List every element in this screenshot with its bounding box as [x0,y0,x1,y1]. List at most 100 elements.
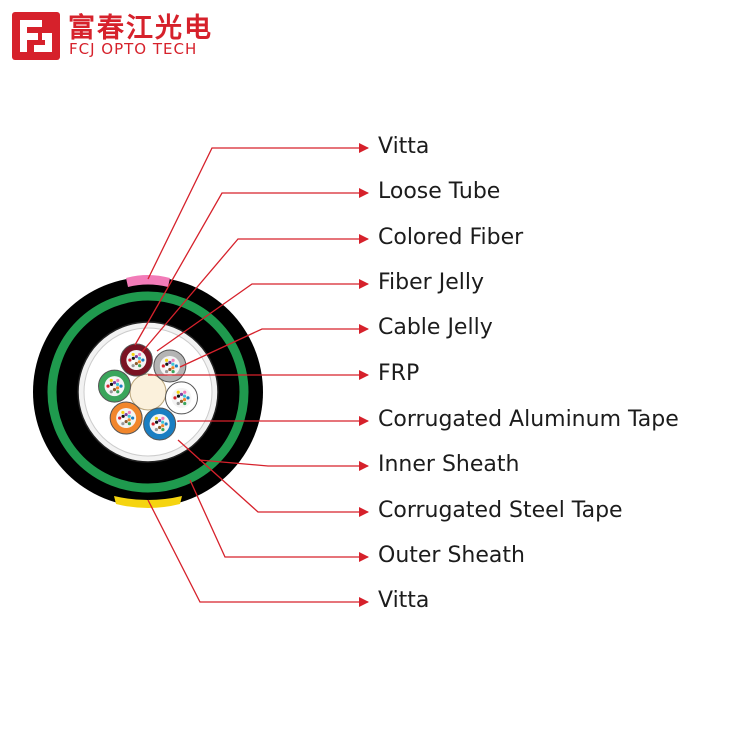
colored-fiber [121,422,125,426]
fiber-jelly [171,387,192,408]
colored-fiber [171,358,175,362]
callout-label: Outer Sheath [378,543,525,568]
colored-fiber [154,416,158,420]
callout-leader-line [134,188,369,346]
colored-fiber [141,358,145,362]
colored-fiber [165,369,169,374]
colored-fiber [171,362,175,366]
colored-fiber [116,390,120,394]
colored-fiber [116,378,120,383]
vitta-top [126,275,170,287]
colored-fiber [106,384,110,388]
vitta-bottom [114,496,182,508]
colored-fiber [124,412,128,417]
colored-fiber [165,358,169,362]
colored-fiber [165,362,169,366]
fiber-jelly [159,355,180,376]
colored-fiber [186,396,190,400]
colored-fiber [176,394,181,398]
colored-fiber [131,352,135,357]
colored-fiber [183,390,187,394]
colored-fiber [137,356,142,360]
colored-fiber [179,392,184,397]
colored-fiber [183,401,187,406]
callout-label: FRP [378,361,420,386]
colored-fiber [109,386,114,390]
frp-center [129,373,167,411]
colored-fiber [182,394,187,398]
callout-label: Vitta [378,134,430,159]
colored-fiber [161,416,165,420]
callout-leader-line [147,499,369,607]
brand-name-english: FCJ OPTO TECH [69,40,198,58]
brand-name-chinese: 富春江光电 [68,13,213,44]
colored-fiber [109,382,114,386]
callout-leader-line [177,416,369,426]
callout-leader-line [156,279,369,352]
colored-fiber [164,422,168,426]
colored-fiber [165,366,169,370]
colored-fiber [131,356,135,360]
colored-fiber [119,384,123,388]
colored-fiber [121,414,125,418]
colored-fiber [154,420,159,424]
callout-leader-line [189,479,369,562]
colored-fiber [121,410,125,415]
colored-fiber [138,352,142,357]
fiber-jelly [126,350,147,371]
colored-fiber [161,427,165,432]
colored-fiber [182,398,187,402]
colored-fiber [176,390,180,394]
colored-fiber [109,390,113,394]
colored-fiber [118,416,122,420]
colored-fiber [168,367,172,372]
corrugated-steel-tape [47,291,249,493]
colored-fiber [158,418,162,423]
colored-fiber [131,360,135,364]
colored-fiber [112,380,117,385]
colored-fiber [168,360,172,365]
callout-leader-line [147,143,369,280]
colored-fiber [174,364,178,368]
colored-fiber [121,418,125,422]
colored-fiber [151,422,155,426]
callout-label: Vitta [378,588,430,613]
callout-label: Cable Jelly [378,315,493,340]
callout-leader-line [177,439,369,517]
colored-fiber [134,361,138,366]
colored-fiber [127,418,131,422]
callout-leader-line [179,324,369,368]
callout-label: Inner Sheath [378,452,520,477]
colored-fiber [109,378,113,383]
colored-fiber [137,360,142,364]
colored-fiber [112,387,117,392]
callout-label: Corrugated Steel Tape [378,498,623,523]
callout-leader-line [141,234,369,353]
colored-fiber [128,358,132,362]
colored-fiber [127,414,131,418]
fcj-logo-icon [12,12,60,60]
callout-label: Colored Fiber [378,225,524,250]
colored-fiber [154,424,159,428]
colored-fiber [131,416,135,420]
colored-fiber [179,399,184,404]
colored-fiber [176,401,180,406]
fiber-jelly [116,408,137,429]
colored-fiber [161,420,165,424]
colored-fiber [134,354,138,359]
colored-fiber [124,419,128,424]
colored-fiber [127,410,131,415]
colored-fiber [158,425,162,430]
callout-label: Loose Tube [378,179,501,204]
colored-fiber [127,422,131,426]
colored-fiber [131,364,135,368]
fiber-jelly [149,413,170,434]
colored-fiber [115,382,120,386]
colored-fiber [171,366,175,370]
callout-leader-line [198,459,369,471]
colored-fiber [115,386,120,390]
colored-fiber [161,364,165,368]
colored-fiber [171,369,175,374]
fiber-jelly [104,376,125,397]
